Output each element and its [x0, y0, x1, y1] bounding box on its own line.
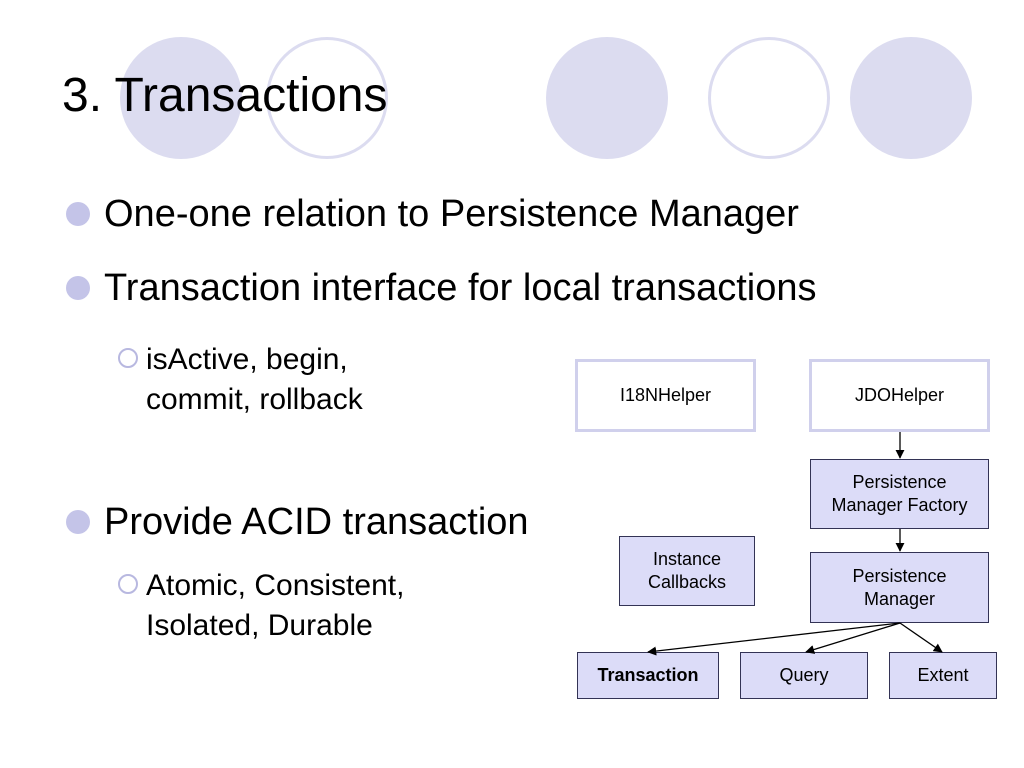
decor-circle-2 [266, 37, 388, 159]
bullet-dot-icon [66, 202, 90, 226]
slide-title: 3. Transactions [62, 69, 388, 122]
sub-bullet-2-line-2: commit, rollback [146, 383, 363, 416]
sub-bullet-ring-icon [118, 574, 138, 594]
node-persistence-manager-factory: Persistence Manager Factory [810, 459, 989, 529]
sub-bullet-2-line-1: isActive, begin, [146, 343, 348, 376]
bullet-2-text: Transaction interface for local transact… [104, 267, 817, 309]
bullet-3: Provide ACID transaction [66, 498, 529, 546]
bullet-1-text: One-one relation to Persistence Manager [104, 193, 799, 235]
bullet-dot-icon [66, 510, 90, 534]
bullet-2: Transaction interface for local transact… [66, 264, 817, 312]
node-jdohelper: JDOHelper [809, 359, 990, 432]
node-persistence-manager: Persistence Manager [810, 552, 989, 623]
arrow-pm-to-transaction [647, 622, 901, 656]
bullet-1: One-one relation to Persistence Manager [66, 190, 799, 238]
node-extent: Extent [889, 652, 997, 699]
sub-bullet-ring-icon [118, 348, 138, 368]
node-i18nhelper: I18NHelper [575, 359, 756, 432]
arrow-pm-to-query [805, 622, 901, 654]
decor-circle-4 [708, 37, 830, 159]
node-instance-callbacks: Instance Callbacks [619, 536, 755, 606]
sub-bullet-3-line-2: Isolated, Durable [146, 609, 373, 642]
sub-bullet-2-1: isActive, begin, commit, rollback [118, 340, 363, 420]
sub-bullet-3-line-1: Atomic, Consistent, [146, 569, 405, 602]
node-query: Query [740, 652, 868, 699]
decor-circle-5 [850, 37, 972, 159]
decor-circle-3 [546, 37, 668, 159]
bullet-3-text: Provide ACID transaction [104, 501, 529, 543]
sub-bullet-3-1: Atomic, Consistent, Isolated, Durable [118, 566, 405, 646]
arrow-pm-to-extent [899, 622, 943, 653]
node-transaction: Transaction [577, 652, 719, 699]
bullet-dot-icon [66, 276, 90, 300]
decor-circle-1 [120, 37, 242, 159]
